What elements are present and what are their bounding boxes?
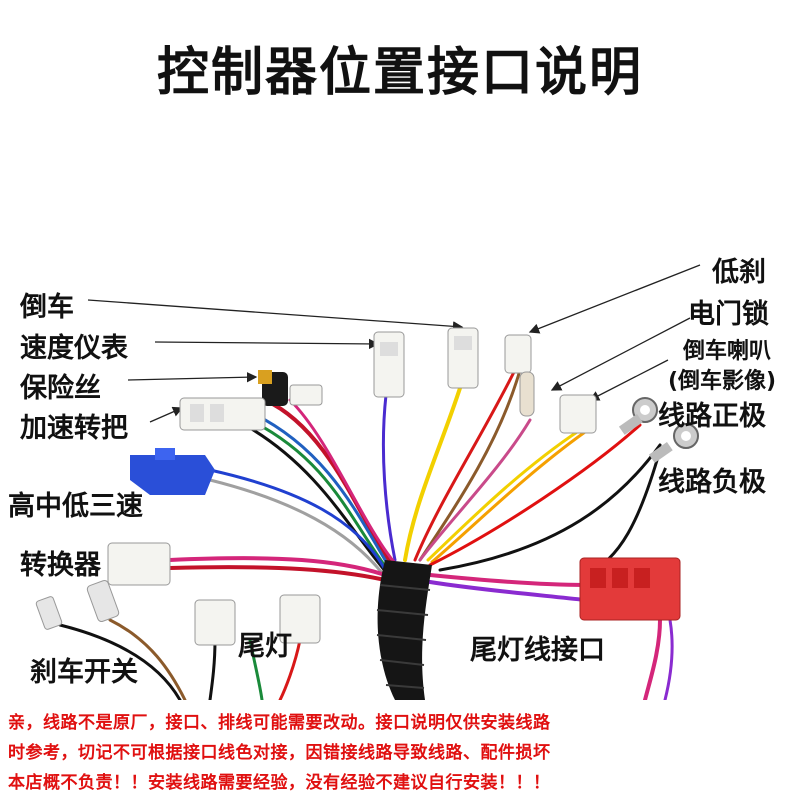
converter-connector [107,542,171,586]
positive-terminal [618,397,658,435]
e-lock-connector [519,371,535,417]
label-e-lock: 电门锁 [688,299,769,330]
label-speedometer: 速度仪表 [20,333,128,364]
wiring-harness-illustration [35,264,701,700]
fuse-holder [258,370,323,406]
label-converter: 转换器 [20,550,101,581]
pointer-arrows [87,264,701,423]
warning-line-1: 亲，线路不是原厂，接口、排线可能需要改动。接口说明仅供安装线路 [8,713,551,733]
warning-line-2: 时参考，切记不可根据接口线色对接，因错接线路导致线路、配件损坏 [8,743,551,763]
warning-notice: 亲，线路不是原厂，接口、排线可能需要改动。接口说明仅供安装线路 时参考，切记不可… [0,700,800,800]
tail-light-connectors [194,594,321,646]
speedometer-connector [373,331,405,398]
label-throttle: 加速转把 [20,413,128,444]
label-reverse-horn: 倒车喇叭 [683,339,772,364]
label-low-brake: 低刹 [712,257,766,288]
reverse-connector [447,327,479,389]
wire-bundle [58,368,674,700]
reverse-horn-connector [559,394,597,434]
label-tail-light: 尾灯 [238,631,292,662]
warning-line-3: 本店概不负责！！安装线路需要经验，没有经验不建议自行安装！！！ [8,773,551,793]
three-speed-connector [130,448,215,495]
throttle-connector [179,397,266,431]
label-reverse-camera: (倒车影像) [668,369,777,394]
label-three-speed: 高中低三速 [8,491,143,522]
page-title: 控制器位置接口说明 [156,43,643,103]
label-tail-light-port: 尾灯线接口 [470,635,605,666]
label-brake-switch: 刹车开关 [30,657,138,688]
brake-switch-connectors [35,580,120,630]
label-negative: 线路负极 [658,467,766,498]
tail-light-port-connector [579,557,681,621]
low-brake-connector [504,334,532,374]
negative-terminal [648,423,699,463]
label-reverse: 倒车 [20,292,74,323]
label-fuse: 保险丝 [20,373,101,404]
wire-sleeve [376,560,432,700]
label-positive: 线路正极 [658,401,766,432]
